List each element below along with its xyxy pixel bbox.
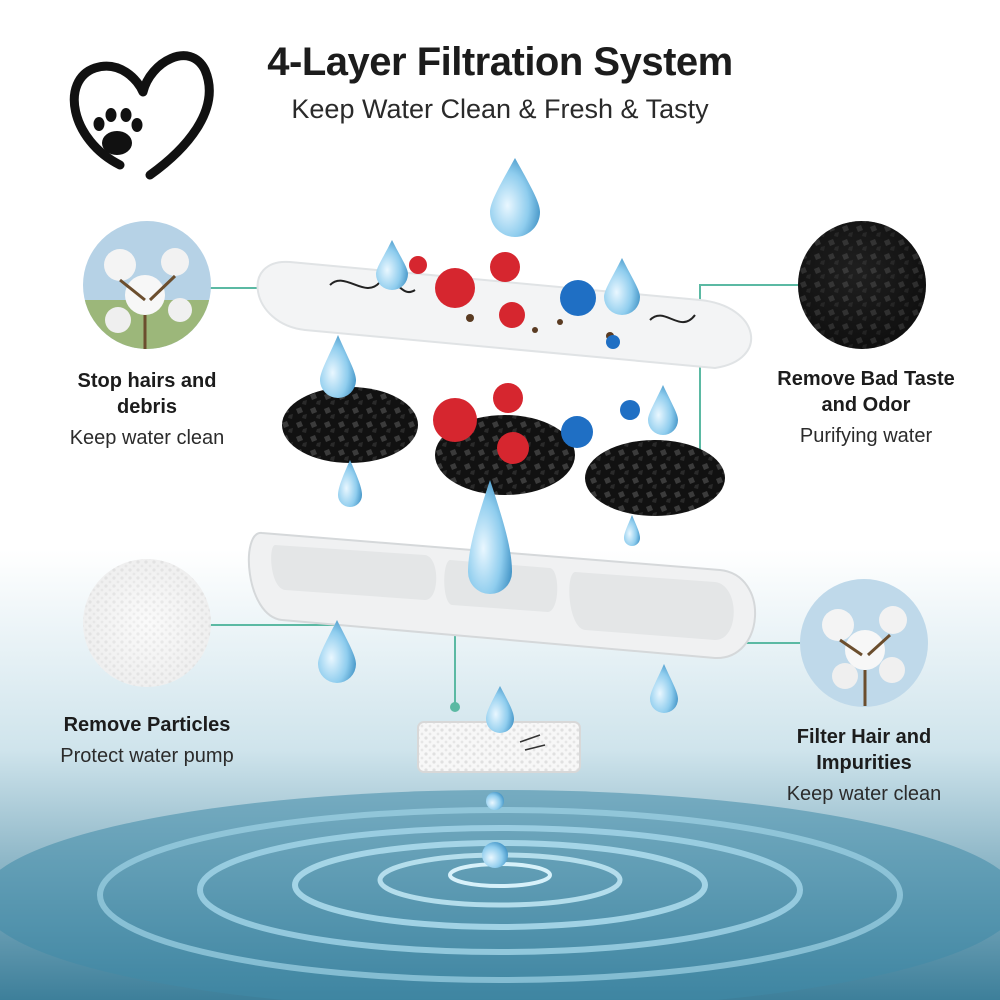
water-drop-icon [648, 385, 678, 435]
water-drop-icon [320, 335, 356, 398]
water-drop-icon [650, 664, 678, 713]
feature-subtitle: Keep water clean [786, 783, 942, 805]
particles-group [560, 280, 640, 448]
heart-paw-logo [69, 51, 214, 180]
water-drop-icon [468, 480, 512, 594]
page-subtitle: Keep Water Clean & Fresh & Tasty [291, 94, 709, 124]
water-drop-icon [604, 258, 640, 315]
water-drop-icon [486, 686, 514, 733]
water-drop-icon [376, 240, 408, 290]
cotton-icon [83, 221, 211, 350]
water-ripples [0, 790, 1000, 1000]
feature-subtitle: Protect water pump [60, 745, 234, 767]
water-drops [318, 158, 678, 868]
water-drop-icon [490, 158, 540, 237]
foam-icon [83, 559, 211, 687]
feature-subtitle: Keep water clean [69, 427, 225, 449]
bacteria-group [409, 252, 529, 464]
water-drop-icon [624, 515, 640, 546]
feature-title: Remove Particles [63, 714, 231, 736]
water-drop-icon [482, 842, 508, 868]
page-title: 4-Layer Filtration System [267, 40, 733, 84]
feature-subtitle: Purifying water [799, 425, 933, 447]
water-drop-icon [486, 792, 504, 810]
feature-title: Remove Bad Taste and Odor [777, 368, 955, 416]
water-drop-icon [318, 620, 356, 683]
cotton-icon [800, 579, 928, 707]
activated-carbon-icon [798, 221, 926, 349]
connector-dot [450, 702, 460, 712]
tray-filter-layer [247, 531, 756, 660]
water-drop-icon [338, 460, 362, 507]
feature-title: Stop hairs and debris [77, 370, 217, 418]
feature-title: Filter Hair and Impurities [796, 726, 932, 774]
